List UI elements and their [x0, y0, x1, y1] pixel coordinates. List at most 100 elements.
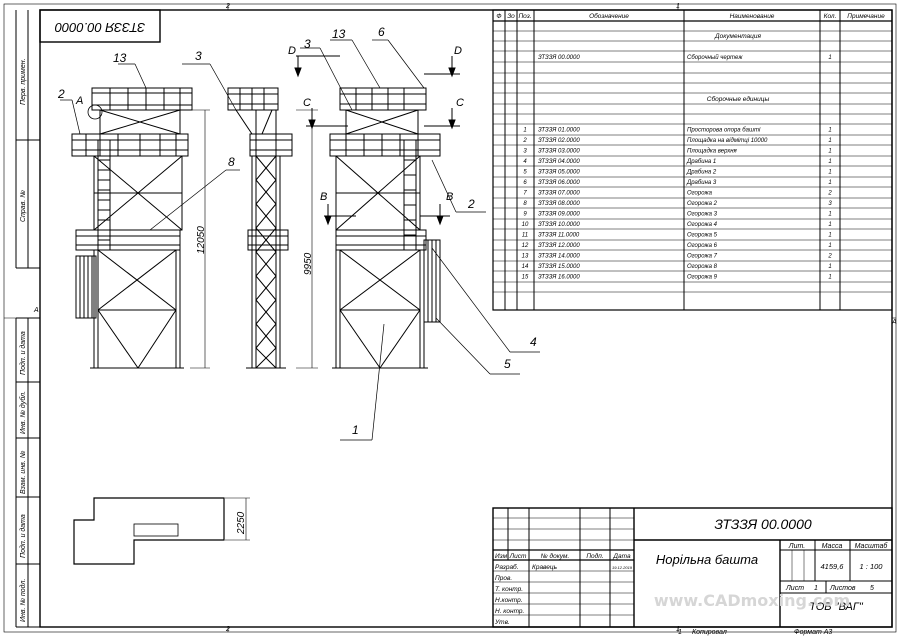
spec-row-designation: ЗТЗЗЯ 02.0000 [538, 138, 580, 144]
spec-header-designation: Обозначение [589, 12, 629, 20]
organization: ТОВ "ВАГ" [809, 601, 864, 613]
spec-row-designation: ЗТЗЗЯ 14.0000 [538, 254, 580, 260]
spec-row-name: Драбина 1 [686, 159, 716, 165]
spec-header-note: Примечание [847, 13, 885, 20]
spec-row-name: Драбина 2 [686, 170, 717, 176]
scale-value: 1 : 100 [860, 562, 884, 571]
spec-row-qty: 1 [828, 275, 831, 281]
spec-row-name: Просторова опора башті [687, 128, 761, 134]
spec-row-qty: 2 [827, 191, 832, 197]
callout-8: 8 [228, 155, 235, 169]
callout-5: 5 [504, 357, 511, 371]
sheets-label: Листов [829, 585, 856, 592]
spec-row-pos: 13 [522, 254, 529, 260]
spec-header-zone: Зо [507, 13, 515, 20]
spec-row-designation: ЗТЗЗЯ 04.0000 [538, 159, 580, 165]
dimension-9950: 9950 [303, 252, 314, 275]
callout-3b: 3 [304, 37, 311, 51]
side-label-podp1: Подп. и дата [19, 331, 27, 375]
spec-row-pos: 10 [522, 222, 529, 228]
side-label-perv: Перв. примен. [20, 58, 27, 105]
spec-doc-name: Сборочный чертеж [687, 54, 743, 61]
spec-row-name: Огорожа 8 [687, 264, 718, 270]
col-list: Лист [509, 553, 527, 560]
scale-label: Масштаб [855, 542, 889, 550]
spec-row-pos: 8 [523, 201, 527, 207]
role-nkontr: Н. контр. [495, 608, 525, 615]
callout-1: 1 [352, 423, 359, 437]
spec-row-designation: ЗТЗЗЯ 12.0000 [538, 243, 580, 249]
spec-row-name: Огорожа 4 [687, 222, 718, 228]
role-prov: Пров. [495, 575, 512, 582]
spec-row-designation: ЗТЗЗЯ 01.0000 [538, 128, 580, 134]
section-b-right: B [446, 191, 453, 203]
spec-row-pos: 14 [522, 264, 529, 270]
callout-2: 2 [57, 87, 65, 101]
section-d-left: D [288, 45, 296, 57]
spec-row-qty: 1 [828, 159, 831, 165]
spec-table [492, 9, 893, 311]
spec-doc-qty: 1 [828, 55, 831, 61]
spec-row-qty: 3 [828, 201, 832, 207]
spec-row-designation: ЗТЗЗЯ 15.0000 [538, 264, 580, 270]
spec-row-name: Огорожа 6 [687, 243, 718, 249]
spec-row-qty: 1 [828, 138, 831, 144]
author-date: 19.12.2019 [612, 565, 633, 570]
spec-row-qty: 1 [828, 264, 831, 270]
spec-row-pos: 2 [522, 138, 527, 144]
left-side-strip: Перв. примен. Справ. № Подп. и дата Инв.… [15, 10, 40, 628]
spec-row-name: Площадка на відмітці 10000 [687, 138, 768, 144]
spec-row-pos: 1 [523, 128, 526, 134]
spec-row-qty: 1 [828, 149, 831, 155]
section-c-left: C [303, 97, 311, 109]
spec-row-qty: 1 [828, 128, 831, 134]
spec-row-designation: ЗТЗЗЯ 08.0000 [538, 201, 580, 207]
mass-value: 4159,6 [821, 562, 845, 571]
spec-row-designation: ЗТЗЗЯ 11.0000 [538, 233, 580, 239]
zone-label-right-a: A [891, 319, 897, 326]
callout-detail-a: A [75, 95, 83, 107]
spec-row-designation: ЗТЗЗЯ 16.0000 [538, 275, 580, 281]
zone-label-top-left: 2 [225, 3, 230, 10]
spec-row-qty: 1 [828, 243, 831, 249]
spec-row-pos: 11 [522, 233, 528, 239]
role-tkontr: Т. контр. [495, 586, 523, 593]
section-d-right: D [454, 45, 462, 57]
side-label-podl: Инв. № подл. [19, 579, 27, 622]
mirrored-stamp-number: ЗТЗЗЯ 00.0000 [54, 20, 145, 35]
footer-format: Формат А3 [794, 629, 832, 636]
drawing-title: Норільна башта [656, 552, 758, 567]
section-c-right: C [456, 97, 464, 109]
spec-row-designation: ЗТЗЗЯ 05.0000 [538, 170, 580, 176]
role-razrab: Разраб. [495, 563, 519, 571]
col-date: Дата [612, 553, 631, 560]
callout-4: 4 [530, 335, 537, 349]
footer-number: 1 [678, 629, 682, 636]
callout-13a: 13 [113, 51, 127, 65]
author-name: Кравець [532, 564, 558, 571]
title-block [492, 507, 893, 628]
drawing-number: ЗТЗЗЯ 00.0000 [714, 516, 811, 532]
spec-row-name: Драбина 3 [686, 180, 717, 186]
zone-label-bottom-mid: 1 [676, 626, 680, 633]
dimension-12050: 12050 [196, 226, 207, 254]
spec-row-qty: 1 [828, 180, 831, 186]
callout-3a: 3 [195, 49, 202, 63]
spec-row-pos: 12 [522, 243, 529, 249]
spec-row-qty: 2 [827, 254, 832, 260]
dimension-2250: 2250 [236, 511, 247, 535]
spec-row-name: Огорожа 2 [687, 201, 718, 207]
callout-2b: 2 [467, 197, 475, 211]
spec-row-pos: 6 [523, 180, 527, 186]
spec-row-name: Огорожа 7 [687, 254, 718, 260]
spec-row-pos: 5 [523, 170, 527, 176]
title-block-text: ЗТЗЗЯ 00.0000 Норільна башта Изм Лист № … [494, 516, 888, 636]
role-utv: Утв. [494, 619, 510, 626]
spec-row-name: Площадка верхня [687, 149, 738, 155]
spec-header-name: Наименование [730, 13, 775, 20]
tower-back-view [294, 39, 540, 441]
mass-label: Масса [822, 543, 843, 550]
spec-row-pos: 15 [522, 275, 529, 281]
